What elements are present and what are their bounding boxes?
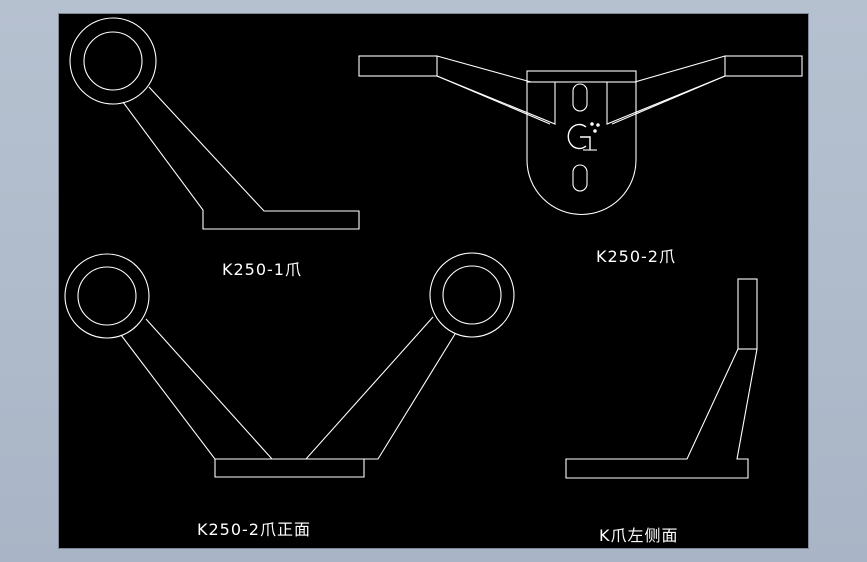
logo-icon	[567, 122, 600, 151]
k-left-side-claw	[565, 278, 758, 479]
k250-1-ring-inner	[83, 31, 143, 91]
k250-2-right-arm-edge	[611, 75, 726, 125]
k250-1-arm	[122, 86, 360, 230]
front-right-arm-outer	[120, 333, 456, 478]
front-inner-arm	[145, 316, 434, 460]
side-body	[565, 348, 758, 479]
k250-1-claw	[69, 17, 360, 230]
drawing-canvas	[58, 13, 809, 549]
k250-2-hub	[526, 82, 637, 216]
k250-2-slot-bottom	[572, 164, 588, 192]
k250-2-left-arm	[436, 55, 556, 125]
front-right-ring-outer	[429, 252, 515, 338]
front-left-ring-inner	[77, 266, 137, 326]
k250-2-claw	[358, 55, 803, 216]
side-post	[737, 278, 758, 350]
k250-2-right-tab	[724, 55, 803, 77]
front-right-ring-inner	[442, 265, 502, 325]
k250-2-left-tab	[358, 55, 438, 77]
label-k250-2-front: K250-2爪正面	[197, 520, 311, 539]
k250-1-ring-outer	[69, 17, 157, 105]
k250-2-right-arm	[606, 55, 726, 125]
k250-2-front-claw	[64, 252, 515, 478]
front-left-ring-outer	[64, 253, 150, 339]
k250-2-slot-top	[572, 83, 588, 112]
k250-2-top-bar	[526, 70, 637, 83]
label-k-left-side: K爪左侧面	[599, 526, 679, 545]
label-k250-2: K250-2爪	[596, 247, 676, 266]
k250-2-left-arm-edge	[436, 75, 551, 125]
label-k250-1: K250-1爪	[222, 260, 302, 279]
